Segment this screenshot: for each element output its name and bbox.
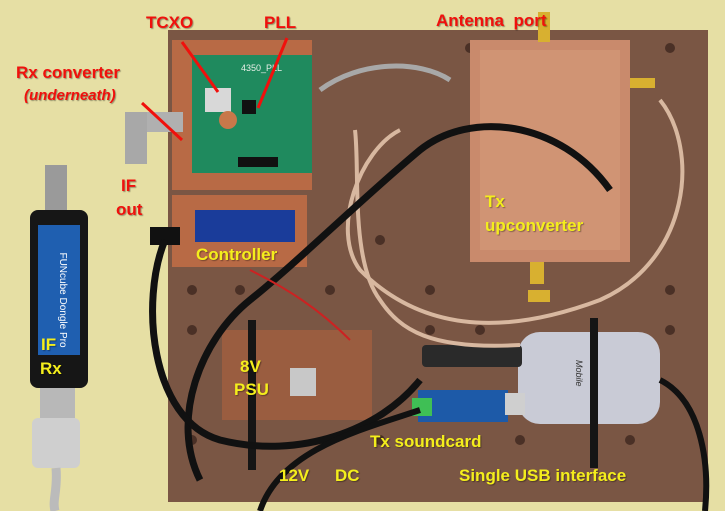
label-psu-1: 8V [240,357,261,376]
cables [149,63,710,511]
usb-hub-text: Mobile [574,360,584,387]
label-rx-converter-note: (underneath) [24,87,116,104]
label-pll: PLL [264,13,297,32]
soundcard [418,390,508,422]
arduino-nano [195,210,295,242]
regulator [290,368,316,396]
antenna-sma [538,12,550,42]
label-tcxo: TCXO [146,13,194,32]
pll-chip [242,100,256,114]
label-if-rx-2: Rx [40,359,62,378]
label-tx-2: upconverter [485,216,584,235]
label-controller: Controller [196,245,278,264]
label-12v: 12V [279,466,310,485]
bnc-on-dongle [45,165,67,210]
header-pins [238,157,278,167]
label-tx-soundcard: Tx soundcard [370,432,482,451]
label-psu-2: PSU [234,380,269,399]
label-tx-1: Tx [485,192,505,211]
label-if-out-1: IF [121,176,137,195]
dongle-text: FUNcube Dongle Pro [57,252,68,347]
label-rx-converter: Rx converter [16,63,120,82]
label-antenna-port: Antenna port [436,11,547,30]
pll-board-text: 4350_PLL [241,63,282,73]
label-if-rx-1: IF [41,335,57,354]
usb-plug [40,388,75,418]
label-dc: DC [335,466,360,485]
battery [219,111,237,129]
usb-hub [518,332,660,424]
label-single-usb: Single USB interface [459,466,627,485]
annotation-arrows [140,37,289,142]
label-if-out-2: out [116,200,143,219]
